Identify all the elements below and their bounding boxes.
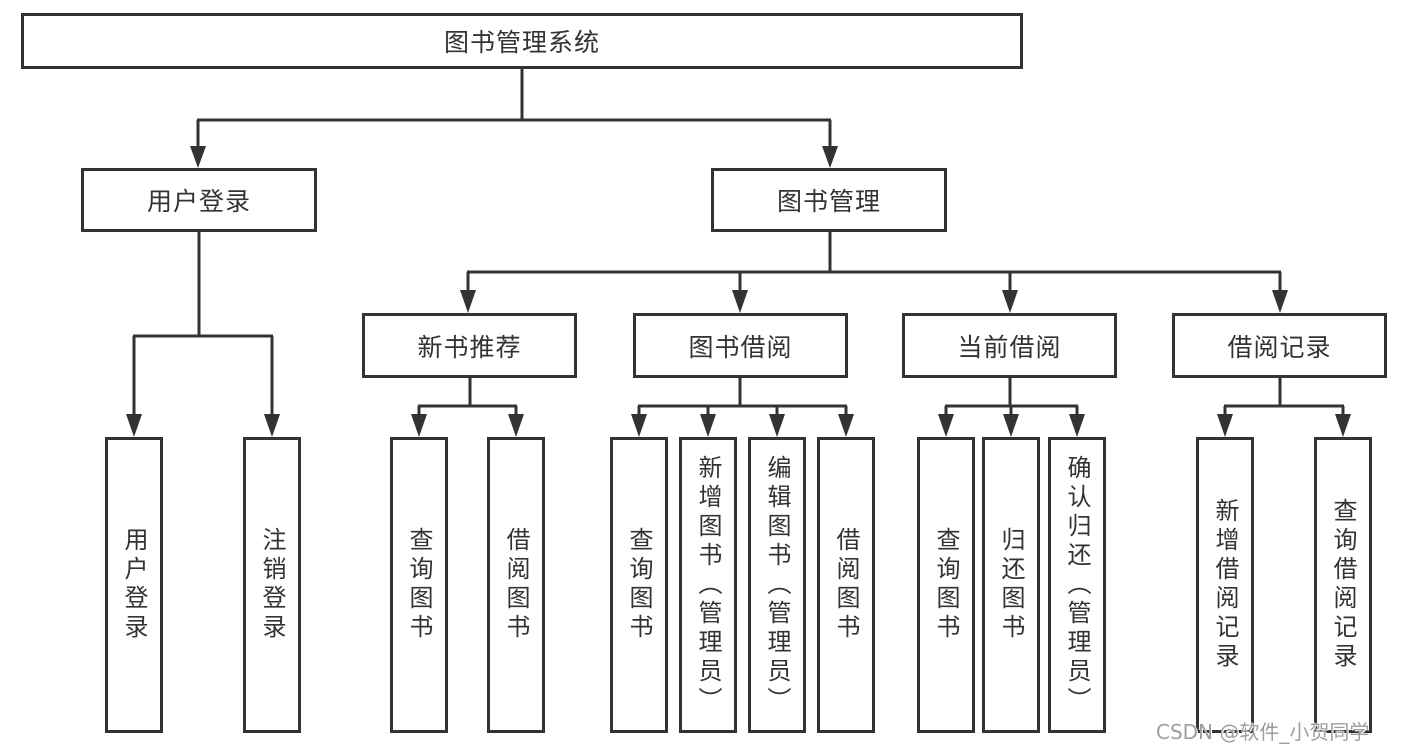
leaf-confirm-return-admin-label: 确认归还（管理员） bbox=[1063, 454, 1091, 716]
node-user-login: 用户登录 bbox=[81, 168, 317, 232]
leaf-user-login: 用户登录 bbox=[105, 437, 163, 733]
node-book-borrow-label: 图书借阅 bbox=[688, 332, 793, 362]
node-current-borrow: 当前借阅 bbox=[902, 313, 1117, 378]
leaf-add-borrow-record-label: 新增借阅记录 bbox=[1211, 498, 1239, 672]
leaf-borrow-book-label: 借阅图书 bbox=[832, 527, 860, 643]
node-borrow-records: 借阅记录 bbox=[1172, 313, 1387, 378]
leaf-return-book: 归还图书 bbox=[982, 437, 1040, 733]
leaf-logout-label: 注销登录 bbox=[258, 527, 286, 643]
node-book-borrow: 图书借阅 bbox=[633, 313, 848, 378]
leaf-borrow-query-books: 查询图书 bbox=[610, 437, 668, 733]
node-current-borrow-label: 当前借阅 bbox=[957, 332, 1062, 362]
leaf-recommend-borrow-books-label: 借阅图书 bbox=[502, 527, 530, 643]
leaf-add-book-admin-label: 新增图书（管理员） bbox=[694, 454, 722, 716]
csdn-watermark: CSDN @软件_小贺同学 bbox=[1156, 720, 1370, 744]
node-user-login-label: 用户登录 bbox=[146, 187, 251, 216]
leaf-current-query-books-label: 查询图书 bbox=[932, 527, 960, 643]
node-book-management-label: 图书管理 bbox=[776, 187, 881, 216]
leaf-user-login-label: 用户登录 bbox=[120, 527, 148, 643]
leaf-return-book-label: 归还图书 bbox=[997, 527, 1025, 643]
leaf-edit-book-admin-label: 编辑图书（管理员） bbox=[763, 454, 791, 716]
leaf-confirm-return-admin: 确认归还（管理员） bbox=[1048, 437, 1106, 733]
node-borrow-records-label: 借阅记录 bbox=[1227, 332, 1332, 362]
node-new-book-recommend-label: 新书推荐 bbox=[417, 332, 522, 362]
leaf-recommend-query-books-label: 查询图书 bbox=[405, 527, 433, 643]
leaf-recommend-borrow-books: 借阅图书 bbox=[487, 437, 545, 733]
leaf-edit-book-admin: 编辑图书（管理员） bbox=[748, 437, 806, 733]
node-new-book-recommend: 新书推荐 bbox=[362, 313, 577, 378]
node-library-system-label: 图书管理系统 bbox=[443, 28, 600, 57]
leaf-query-borrow-record: 查询借阅记录 bbox=[1314, 437, 1372, 733]
leaf-borrow-query-books-label: 查询图书 bbox=[625, 527, 653, 643]
leaf-logout: 注销登录 bbox=[243, 437, 301, 733]
leaf-add-borrow-record: 新增借阅记录 bbox=[1196, 437, 1254, 733]
leaf-add-book-admin: 新增图书（管理员） bbox=[679, 437, 737, 733]
node-library-system: 图书管理系统 bbox=[21, 13, 1023, 69]
leaf-recommend-query-books: 查询图书 bbox=[390, 437, 448, 733]
leaf-query-borrow-record-label: 查询借阅记录 bbox=[1329, 498, 1357, 672]
node-book-management: 图书管理 bbox=[711, 168, 947, 232]
leaf-borrow-book: 借阅图书 bbox=[817, 437, 875, 733]
leaf-current-query-books: 查询图书 bbox=[917, 437, 975, 733]
